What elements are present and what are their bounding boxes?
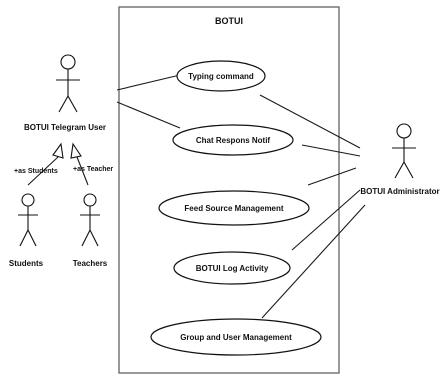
use-case-group-and-user-management[interactable]: Group and User Management <box>150 318 322 356</box>
use-case-label: Typing command <box>188 72 254 81</box>
generalization-arrow-icon <box>52 142 64 159</box>
generalization-arrow-icon <box>70 142 82 159</box>
actor-label: Students <box>9 259 44 268</box>
actor-figure-icon <box>56 54 80 113</box>
actor-figure-icon <box>80 193 100 247</box>
actor-teachers[interactable]: Teachers <box>73 193 108 268</box>
use-case-feed-source-management[interactable]: Feed Source Management <box>158 190 310 226</box>
actor-label: Teachers <box>73 259 108 268</box>
use-case-label: BOTUI Log Activity <box>196 264 269 273</box>
use-case-botui-log-activity[interactable]: BOTUI Log Activity <box>173 251 291 285</box>
actor-label: BOTUI Telegram User <box>24 123 106 132</box>
association-user-chat-respons-notif <box>116 101 181 129</box>
actor-botui-administrator[interactable]: BOTUI Administrator <box>360 123 440 196</box>
generalization-label-teacher: +as Teacher <box>73 166 113 173</box>
actor-students[interactable]: Students <box>9 193 44 268</box>
use-case-label: Chat Respons Notif <box>196 136 271 145</box>
association-admin-log-activity <box>291 189 361 251</box>
association-admin-feed-source <box>307 167 357 186</box>
use-case-label: Group and User Management <box>180 333 292 342</box>
association-user-typing-command <box>116 74 181 91</box>
actor-label: BOTUI Administrator <box>360 187 439 196</box>
use-case-typing-command[interactable]: Typing command <box>176 60 266 92</box>
actor-figure-icon <box>18 193 38 247</box>
generalization-label-students: +as Students <box>14 168 58 175</box>
system-title: BOTUI <box>215 16 243 26</box>
association-admin-chat-respons-notif <box>301 144 361 157</box>
actor-figure-icon <box>392 123 416 179</box>
use-case-chat-respons-notif[interactable]: Chat Respons Notif <box>172 124 294 156</box>
generalization-students <box>27 142 64 186</box>
system-boundary <box>118 6 340 374</box>
association-admin-typing-command <box>259 94 361 149</box>
generalization-teachers <box>70 142 89 186</box>
actor-botui-telegram-user[interactable]: BOTUI Telegram User <box>24 54 106 132</box>
use-case-label: Feed Source Management <box>184 204 283 213</box>
association-admin-group-user <box>261 204 366 319</box>
